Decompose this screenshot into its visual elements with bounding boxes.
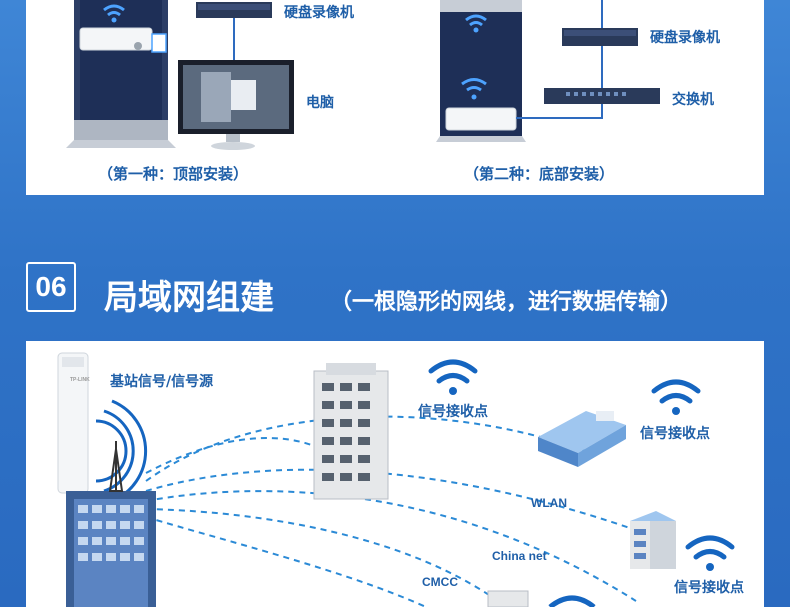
section-number: 06 [26, 262, 76, 312]
pc-label: 电脑 [306, 95, 334, 111]
installation-methods-panel: 硬盘录像机 电脑 （第一种：顶部安装） 硬盘录像机 交换机 （第二种：底部安装） [26, 0, 764, 195]
wifi-dot-3 [706, 563, 714, 571]
section-subtitle: （一根隐形的网线，进行数据传输） [330, 290, 683, 315]
receiver-label-2: 信号接收点 [640, 426, 710, 442]
wifi-icon-3 [685, 535, 735, 560]
receiver-label-3: 信号接收点 [674, 580, 744, 596]
receiver-label-1: 信号接收点 [418, 404, 488, 420]
network-switch [544, 88, 660, 104]
nvr-label-1: 硬盘录像机 [284, 5, 354, 21]
house-building [630, 511, 676, 569]
partial-building [487, 590, 529, 607]
wifi-icon-2 [651, 379, 701, 404]
wifi-dot-2 [672, 407, 680, 415]
network-wlan: WLAN [531, 496, 567, 510]
base-station-label: 基站信号/信号源 [110, 374, 214, 390]
lan-network-panel: TP-LINK 基站信号/信号源 信号接收点 信号接收点 信号接收点 WLAN … [26, 341, 764, 607]
method2-caption: （第二种：底部安装） [464, 165, 615, 183]
computer-monitor [178, 60, 294, 150]
installation-illustrations [66, 0, 660, 150]
elevator-2 [436, 0, 526, 142]
wifi-dot-1 [449, 387, 457, 395]
method1-caption: （第一种：顶部安装） [98, 165, 249, 183]
network-cmcc: CMCC [422, 575, 458, 589]
base-station-building [66, 441, 156, 607]
nvr-label-2: 硬盘录像机 [650, 30, 720, 46]
wifi-partial-icon [548, 595, 596, 607]
device-brand: TP-LINK [70, 377, 90, 383]
office-building [313, 363, 389, 500]
shop-building [538, 411, 626, 467]
lan-network-illustration [57, 352, 735, 607]
connection-lines-2 [516, 0, 603, 119]
nvr-device-1 [196, 2, 272, 60]
elevator-1 [66, 0, 176, 148]
wifi-icon-1 [428, 359, 478, 384]
network-chinanet: China net [492, 549, 547, 563]
nvr-device-2 [562, 28, 638, 46]
section-title: 局域网组建 [104, 278, 274, 318]
switch-label: 交换机 [672, 92, 714, 108]
